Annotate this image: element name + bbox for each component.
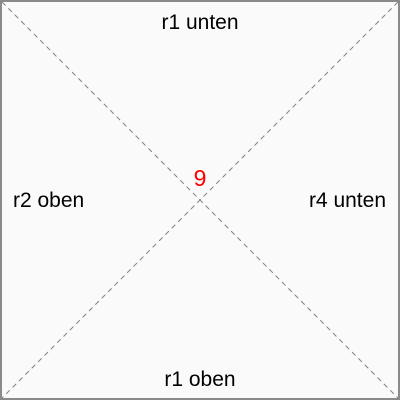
label-left: r2 oben (13, 189, 85, 212)
label-right: r4 unten (308, 189, 386, 212)
center-value: 9 (193, 165, 207, 191)
label-top: r1 unten (161, 11, 239, 34)
label-bottom: r1 oben (164, 368, 236, 391)
